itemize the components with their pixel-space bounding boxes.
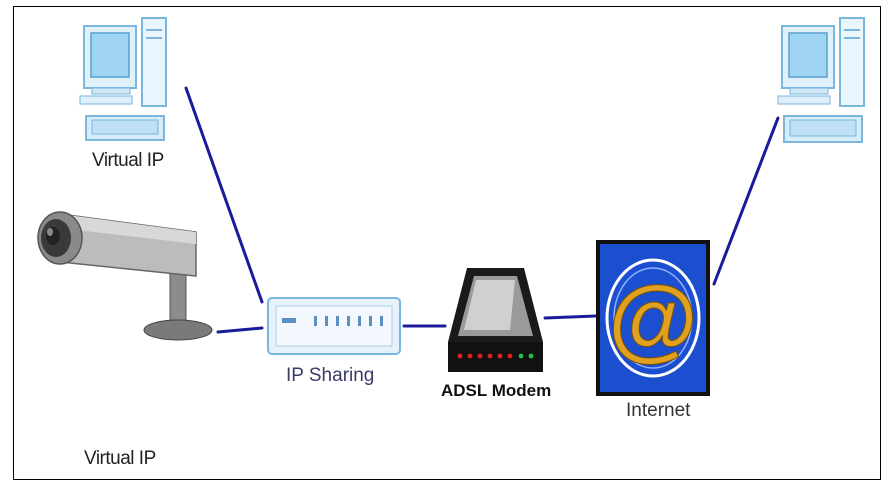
- label-ip-sharing: IP Sharing: [286, 365, 375, 386]
- label-adsl-modem: ADSL Modem: [441, 381, 552, 400]
- links: [184, 86, 780, 334]
- link-internet-to-pc-right: [712, 116, 780, 286]
- ip-sharing-router-icon: [267, 297, 401, 355]
- modem-status-leds: [457, 353, 534, 359]
- label-virtual-ip-bottom: Virtual IP: [84, 448, 156, 469]
- link-pc-left-to-router: [184, 86, 264, 304]
- internet-at-symbol: @: [608, 268, 698, 370]
- security-camera-icon: [37, 211, 213, 341]
- link-camera-to-router: [216, 326, 264, 334]
- internet-icon: @: [596, 240, 710, 396]
- label-internet: Internet: [626, 400, 691, 421]
- label-virtual-ip-top: Virtual IP: [92, 150, 164, 171]
- link-modem-to-internet: [543, 314, 598, 320]
- computer-left-icon: [79, 17, 167, 141]
- adsl-modem-icon: [448, 268, 543, 372]
- computer-right-icon: [777, 17, 865, 143]
